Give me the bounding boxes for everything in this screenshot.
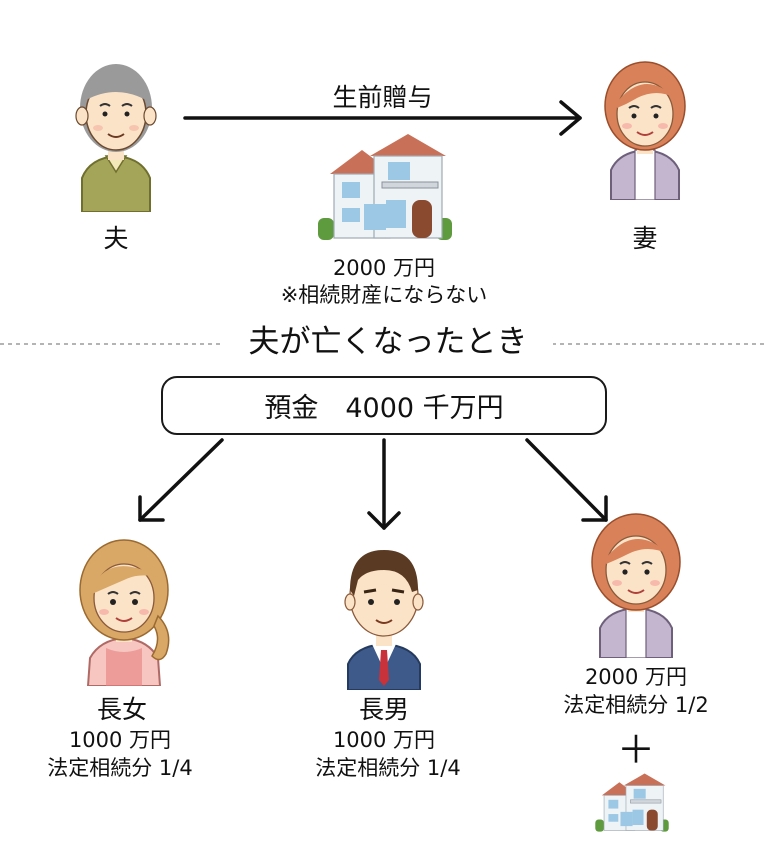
- small-house-icon: [595, 773, 669, 832]
- wife-heir-amount: 2000 万円: [584, 665, 688, 689]
- son-name: 長男: [358, 695, 409, 724]
- wife-heir-share: 法定相続分 1/2: [563, 693, 709, 717]
- gift-label: 生前贈与: [332, 83, 433, 112]
- deposit-label: 預金 4000 千万円: [264, 393, 504, 424]
- arrow-to-son: [367, 438, 401, 530]
- arrow-to-daughter: [138, 438, 224, 522]
- divider-label: 夫が亡くなったとき: [223, 320, 553, 364]
- son-amount: 1000 万円: [332, 728, 436, 752]
- house-note-label: ※相続財産にならない: [280, 283, 488, 307]
- son-share: 法定相続分 1/4: [315, 756, 461, 780]
- arrow-to-wife: [525, 438, 608, 522]
- wife-figure: [604, 61, 686, 200]
- house-value-label: 2000 万円: [332, 256, 436, 280]
- plus-sign: ＋: [617, 728, 656, 772]
- husband-label: 夫: [103, 224, 129, 253]
- daughter-figure: [79, 539, 170, 686]
- wife-label: 妻: [632, 224, 658, 253]
- daughter-share: 法定相続分 1/4: [47, 756, 193, 780]
- deposit-box: 預金 4000 千万円: [161, 376, 607, 435]
- house-icon: [318, 134, 452, 240]
- son-figure: [344, 550, 424, 690]
- daughter-amount: 1000 万円: [68, 728, 172, 752]
- gift-arrow: [183, 100, 582, 136]
- daughter-name: 長女: [96, 695, 147, 724]
- husband-figure: [75, 64, 157, 212]
- wife-heir-figure: [591, 513, 681, 658]
